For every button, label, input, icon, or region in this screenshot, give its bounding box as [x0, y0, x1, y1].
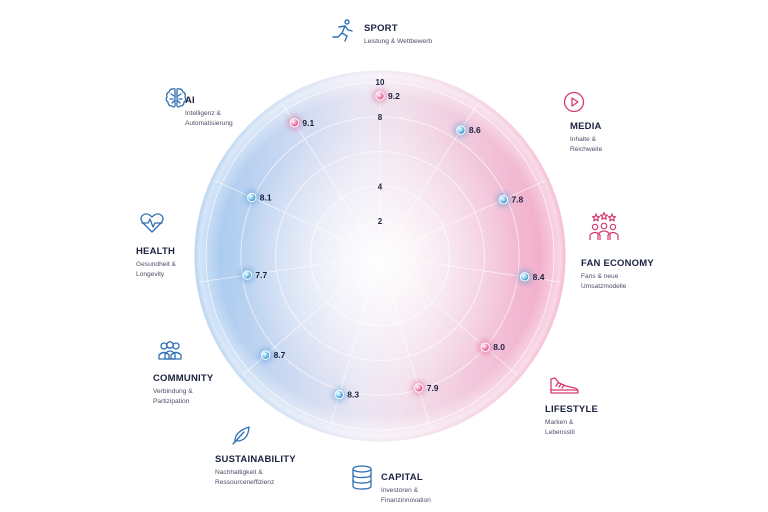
data-point-dot — [456, 125, 466, 135]
category-subtitle: Leistung & Wettbewerb — [364, 38, 433, 45]
people-icon — [158, 341, 182, 360]
fan-crowd-icon — [589, 212, 619, 240]
data-point-dot — [260, 350, 271, 360]
spoke-line — [379, 180, 546, 257]
data-point-ai: 9.1 — [287, 115, 314, 130]
category-title: HEALTH — [136, 246, 176, 257]
data-point-dot — [242, 270, 253, 280]
data-point-community: 7.7 — [240, 268, 267, 283]
category-title: AI — [185, 95, 195, 106]
data-label: 9.2 — [388, 91, 400, 101]
tick-label: 4 — [378, 182, 383, 191]
data-point-dot — [289, 118, 300, 128]
category-community: COMMUNITY Verbindung & Partizipation — [153, 373, 213, 407]
tick-labels: 2 4 8 10 — [376, 78, 385, 226]
data-label: 8.7 — [274, 350, 286, 360]
category-lifestyle: LIFESTYLE Marken & Lebensstil — [545, 404, 598, 438]
category-media: MEDIA Inhalte & Reichweite — [570, 121, 602, 155]
spoke-line — [199, 255, 381, 283]
category-sport: SPORT Leistung & Wettbewerb — [364, 23, 432, 47]
spoke-line — [328, 255, 381, 431]
category-subtitle: Gesundheit & Longevity — [136, 261, 176, 278]
tick-label: 2 — [378, 217, 383, 226]
category-title: MEDIA — [570, 121, 602, 132]
data-point-lifestyle: 7.9 — [411, 380, 439, 395]
brain-icon — [165, 88, 187, 108]
data-label: 8.4 — [533, 272, 545, 282]
heart-pulse-icon — [140, 213, 164, 233]
spoke-line — [379, 255, 432, 431]
leaf-icon — [232, 426, 250, 445]
category-subtitle: Verbindung & Partizipation — [153, 388, 193, 405]
category-capital: CAPITAL Investoren & Finanzinnovation — [381, 472, 431, 506]
data-point-health: 8.1 — [244, 190, 272, 205]
category-title: CAPITAL — [381, 472, 423, 483]
data-point-dot — [247, 192, 257, 203]
data-point-fan_economy: 7.8 — [496, 192, 524, 207]
chart-outline — [193, 69, 567, 443]
data-point-capital: 8.3 — [332, 387, 359, 402]
sneaker-icon — [550, 377, 579, 394]
data-point-fan_economy_c: 8.0 — [478, 340, 505, 355]
runner-icon — [332, 19, 353, 42]
category-subtitle: Investoren & Finanzinnovation — [381, 487, 431, 504]
data-point-media: 8.6 — [453, 123, 481, 138]
category-title: LIFESTYLE — [545, 404, 598, 415]
spoke-line — [379, 255, 518, 376]
category-ai: AI Intelligenz & Automatisierung — [185, 95, 233, 129]
category-subtitle: Intelligenz & Automatisierung — [185, 110, 233, 127]
category-subtitle: Marken & Lebensstil — [545, 419, 575, 436]
data-point-dot — [414, 383, 424, 393]
data-point-sport: 9.2 — [373, 88, 400, 103]
data-point-dot — [519, 272, 530, 282]
spoke-line — [214, 180, 381, 257]
data-point-dot — [334, 389, 345, 400]
category-fan-economy: FAN ECONOMY Fans & neue Umsatzmodelle — [581, 258, 654, 292]
category-title: COMMUNITY — [153, 373, 214, 384]
coins-icon — [352, 465, 372, 490]
spokes — [199, 74, 561, 431]
data-point-sustainability: 8.7 — [258, 348, 286, 363]
data-label: 8.0 — [493, 342, 505, 352]
category-sustainability: SUSTAINABILITY Nachhaltigkeit & Ressourc… — [215, 454, 296, 488]
play-icon — [563, 91, 585, 113]
category-subtitle: Fans & neue Umsatzmodelle — [581, 273, 627, 290]
data-label: 8.1 — [260, 192, 272, 202]
data-point-fan_economy_b: 8.4 — [517, 269, 545, 284]
category-title: SPORT — [364, 23, 398, 34]
category-subtitle: Inhalte & Reichweite — [570, 136, 603, 153]
category-subtitle: Nachhaltigkeit & Ressourceneffizienz — [215, 469, 275, 486]
data-point-dot — [480, 342, 490, 352]
data-label: 8.6 — [469, 125, 481, 135]
data-point-dot — [498, 194, 509, 205]
data-label: 7.9 — [427, 383, 439, 393]
data-label: 7.7 — [255, 270, 267, 280]
data-label: 8.3 — [347, 390, 359, 400]
data-label: 9.1 — [302, 118, 314, 128]
category-health: HEALTH Gesundheit & Longevity — [136, 246, 176, 280]
data-label: 7.8 — [511, 195, 523, 205]
data-point-dot — [375, 91, 385, 101]
category-title: FAN ECONOMY — [581, 258, 654, 269]
tick-label: 8 — [378, 113, 383, 122]
data-points: 9.2 8.6 7.8 8.4 8.0 7.9 8.3 8.7 7.7 8.1 9.1 — [240, 88, 545, 402]
category-title: SUSTAINABILITY — [215, 454, 296, 465]
tick-label: 10 — [376, 78, 385, 87]
